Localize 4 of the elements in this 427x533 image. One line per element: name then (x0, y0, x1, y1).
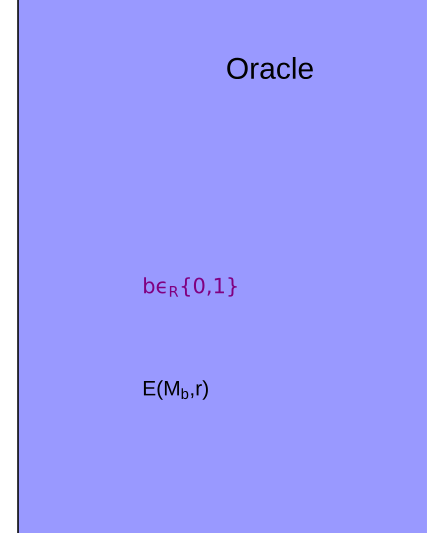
oracle-box (17, 0, 427, 533)
formula-text: bϵ$_{R}${0,1} (144, 277, 237, 297)
title-text: Oracle (227, 57, 313, 80)
formula-text: E(M$_{b}$,r) (144, 380, 208, 400)
